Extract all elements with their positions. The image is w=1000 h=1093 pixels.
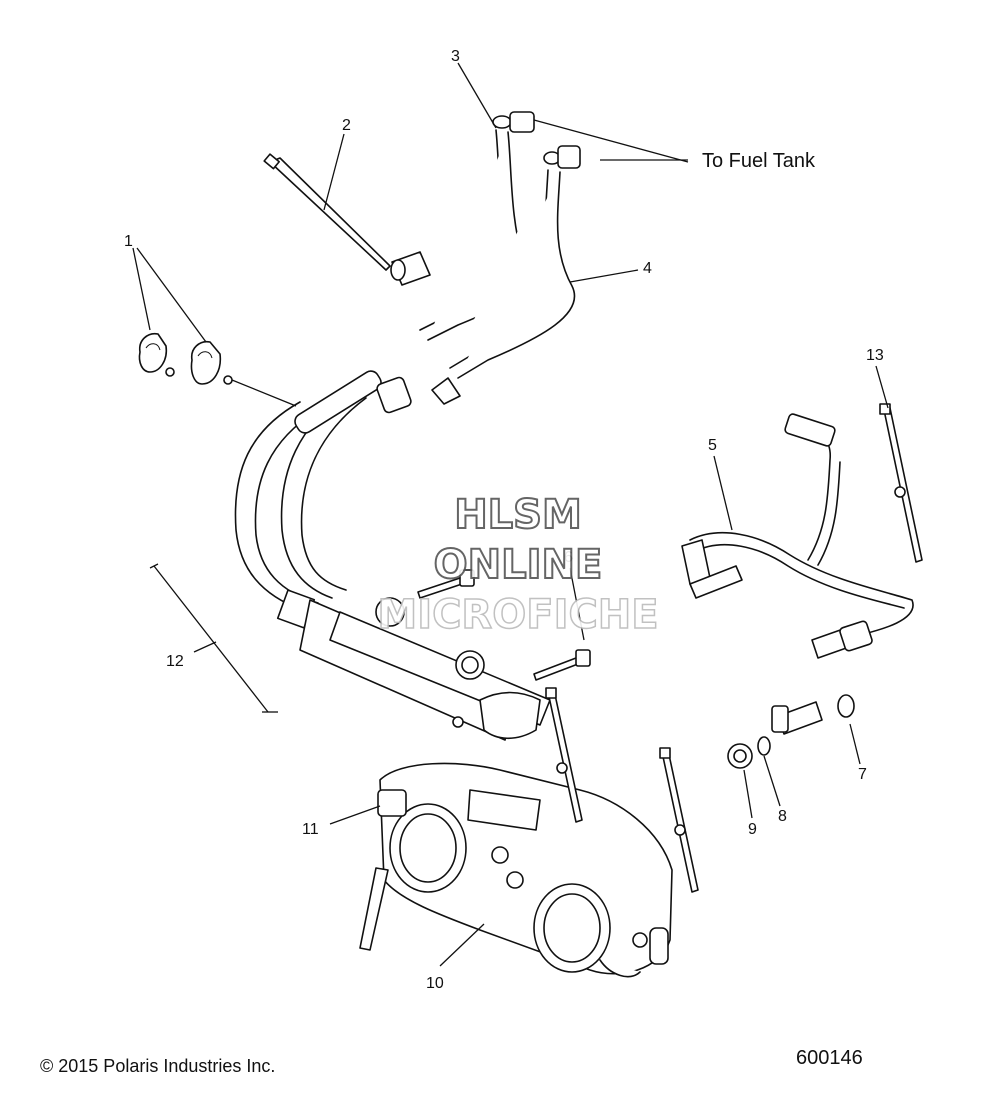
fuel-hose-part-4 bbox=[431, 145, 581, 405]
washer-part-8 bbox=[757, 736, 771, 756]
cable-tie-part-13 bbox=[879, 403, 923, 563]
injector-loose bbox=[771, 701, 823, 735]
callout-11: 11 bbox=[302, 821, 319, 838]
callout-2: 2 bbox=[342, 117, 351, 134]
callout-4: 4 bbox=[643, 260, 652, 277]
watermark-line3: MICROFICHE bbox=[377, 592, 658, 638]
injector-harness-part-5 bbox=[681, 413, 914, 659]
hose-clip-part-1-left bbox=[138, 332, 175, 377]
callout-6: 6 bbox=[564, 549, 573, 566]
throttle-body-part-10 bbox=[379, 762, 673, 978]
watermark: HLSM ONLINE MICROFICHE bbox=[377, 491, 660, 639]
fuel-rail-assembly-part-12 bbox=[234, 370, 551, 741]
leader-lines bbox=[132, 62, 889, 967]
document-number: 600146 bbox=[796, 1047, 863, 1069]
callout-8: 8 bbox=[778, 808, 787, 825]
callout-9: 9 bbox=[748, 821, 757, 838]
o-ring-part-7 bbox=[837, 694, 855, 718]
cable-tie-throttle-right bbox=[659, 747, 699, 893]
watermark-line2: ONLINE bbox=[434, 542, 603, 588]
callout-12: 12 bbox=[166, 653, 184, 670]
callout-5: 5 bbox=[708, 437, 717, 454]
seal-part-9 bbox=[727, 743, 753, 769]
watermark-line1: HLSM bbox=[454, 492, 582, 538]
screw-part-6-lower bbox=[533, 649, 591, 681]
sensor-part-11 bbox=[359, 789, 407, 951]
hose-clip-part-1-right bbox=[190, 340, 233, 385]
cable-tie-part-2 bbox=[263, 153, 391, 271]
cable-tie-throttle-left bbox=[545, 687, 583, 823]
callout-1: 1 bbox=[124, 233, 133, 250]
callout-7: 7 bbox=[858, 766, 867, 783]
callout-13: 13 bbox=[866, 347, 884, 364]
copyright-text: © 2015 Polaris Industries Inc. bbox=[40, 1056, 275, 1076]
callout-3: 3 bbox=[451, 48, 460, 65]
callout-10: 10 bbox=[426, 975, 444, 992]
callouts: 1 2 3 4 5 6 7 8 9 10 11 12 13 bbox=[124, 48, 884, 992]
to-fuel-tank-label: To Fuel Tank bbox=[702, 150, 816, 172]
screw-part-6-upper bbox=[417, 569, 475, 599]
